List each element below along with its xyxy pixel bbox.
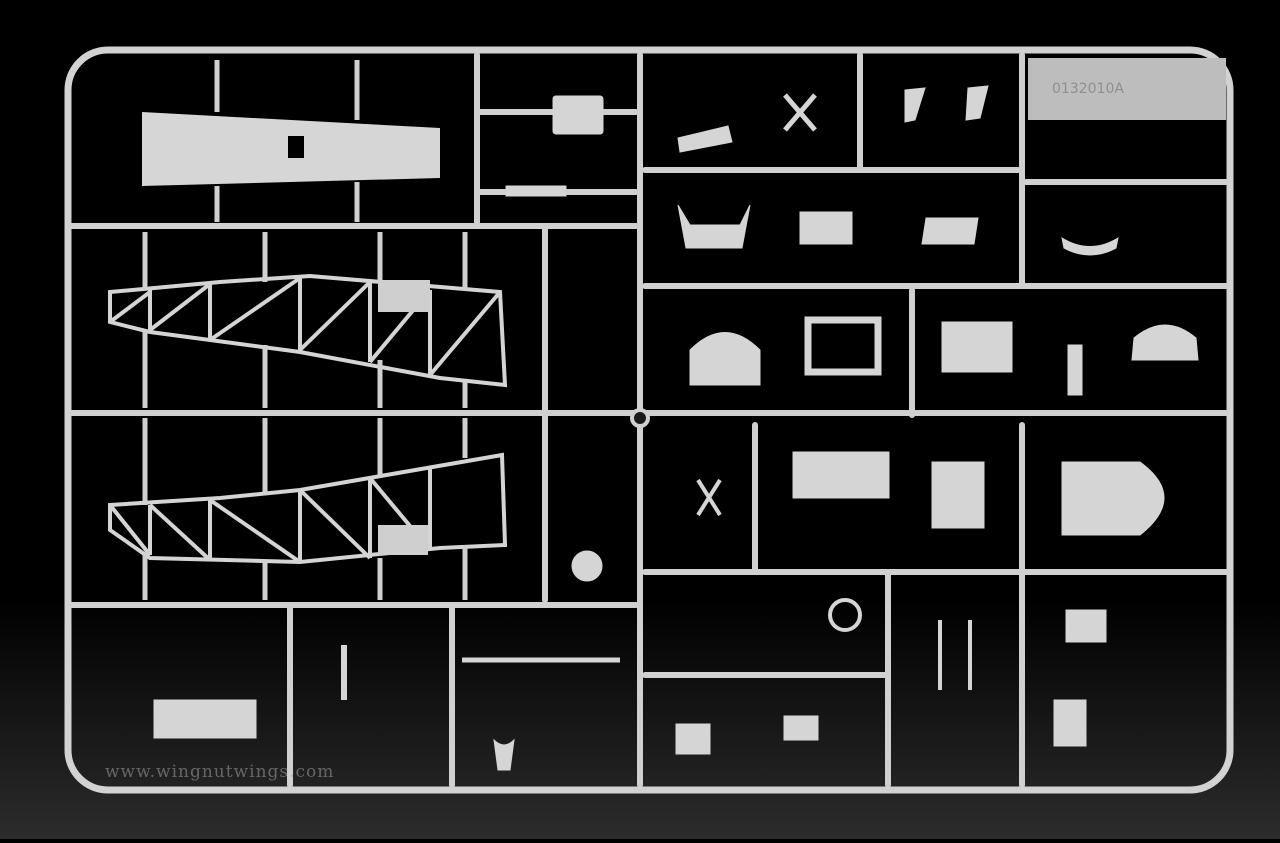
box-part-4 [675, 723, 711, 755]
handwheel-part [828, 598, 862, 632]
watermark: www.wingnutwings.com [105, 762, 335, 782]
fuselage-lower-panel [378, 525, 428, 555]
rounded-floor-part [1061, 461, 1165, 536]
control-block-part [931, 461, 985, 529]
plate-part-1 [941, 321, 1013, 373]
cross-brace-part [783, 93, 817, 132]
frame-gates [142, 232, 468, 600]
lever-part-1 [904, 87, 926, 123]
strip-part [505, 185, 567, 197]
wheel-part [571, 550, 603, 582]
sprue-hub [630, 408, 650, 428]
sprue-runners [69, 52, 1229, 788]
dome-panel-part [1131, 324, 1199, 361]
seat-part [677, 204, 751, 249]
fuselage-frame-upper [108, 273, 508, 388]
rail-part [938, 620, 972, 690]
yoke-part [1061, 236, 1119, 256]
fuselage-upper-panel [378, 280, 430, 312]
bracket-part [1067, 344, 1083, 396]
cockpit-floor-part [142, 60, 440, 222]
tray-part-1 [799, 211, 853, 245]
strut-part [696, 478, 722, 517]
box-part-5 [783, 715, 819, 741]
box-part-2 [1065, 609, 1107, 643]
fuselage-frame-lower [108, 452, 508, 565]
frame-part [804, 316, 882, 376]
box-part [552, 95, 604, 135]
part-number-plate: 0132010A [1028, 58, 1226, 120]
box-part-3 [1053, 699, 1087, 747]
instrument-panel-part [689, 332, 761, 386]
tray-part-2 [921, 217, 979, 245]
fork-part [493, 738, 515, 771]
lever-part-2 [965, 85, 989, 121]
part-number-text: 0132010A [1052, 81, 1124, 97]
panel-part-2 [792, 451, 890, 499]
small-parts [153, 85, 1199, 771]
lower-plate-part [153, 699, 257, 739]
sprue-frame [64, 46, 1234, 794]
seat-back-part [677, 125, 733, 153]
